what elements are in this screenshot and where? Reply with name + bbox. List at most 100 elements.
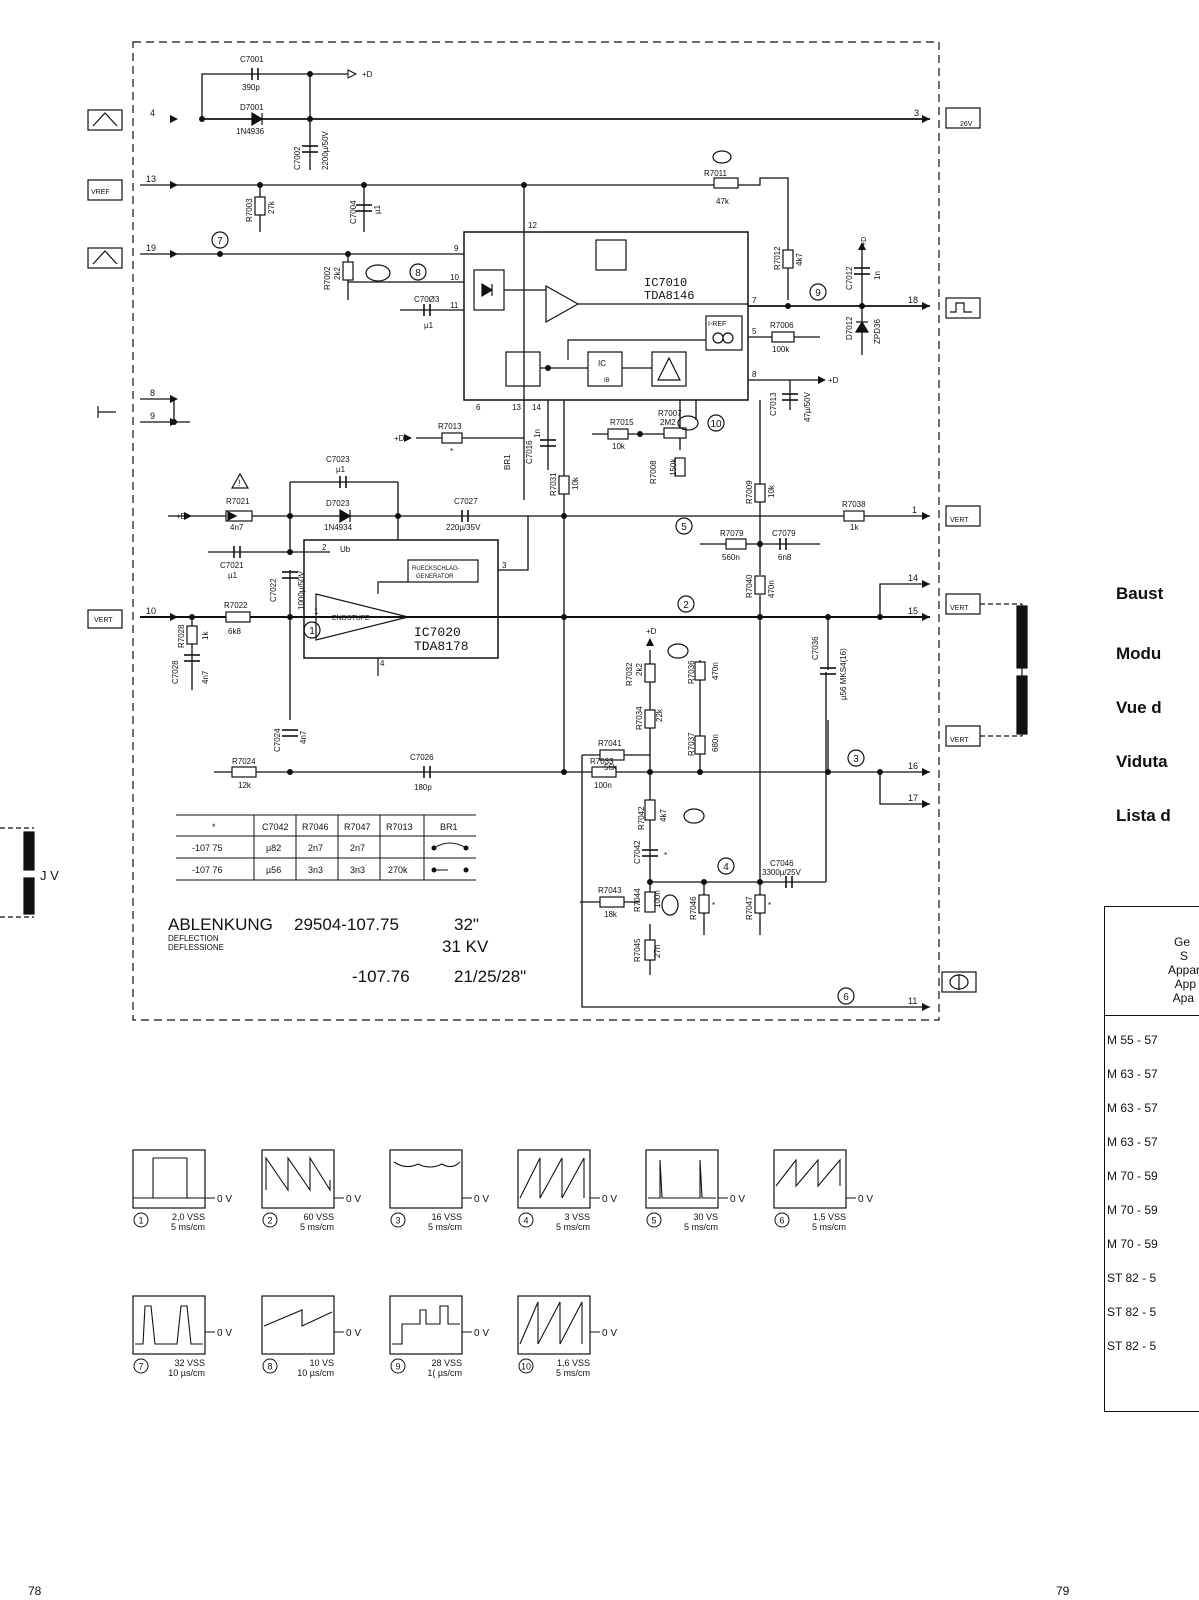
svg-text:R7009: R7009 xyxy=(745,480,754,504)
svg-text:47µ/50V: 47µ/50V xyxy=(803,391,812,422)
title-sub1: DEFLECTION xyxy=(168,934,219,943)
resistors xyxy=(186,177,865,961)
svg-text:1n: 1n xyxy=(533,429,542,438)
svg-text:4n7: 4n7 xyxy=(230,523,244,532)
svg-text:C7016: C7016 xyxy=(525,440,534,464)
svg-text:R7022: R7022 xyxy=(224,601,248,610)
plus-d-labels: +D +D +D +D +D xyxy=(176,70,839,636)
waveform-timebase: 5 ms/cm xyxy=(428,1222,462,1232)
table-row: M 63 - 57 xyxy=(1107,1067,1158,1081)
svg-text:56k: 56k xyxy=(604,763,618,772)
vref-label: VREF xyxy=(91,189,110,196)
table-row: ST 82 - 5 xyxy=(1107,1339,1157,1353)
table-header-line: S xyxy=(1179,949,1188,963)
waveform-zero-label: 0 V xyxy=(602,1194,617,1205)
svg-text:9: 9 xyxy=(815,288,821,299)
svg-text:1N4936: 1N4936 xyxy=(236,127,265,136)
svg-text:100n: 100n xyxy=(594,781,612,790)
svg-text:R7021: R7021 xyxy=(226,497,250,506)
svg-text:18: 18 xyxy=(908,295,918,305)
svg-text:10: 10 xyxy=(710,419,722,430)
svg-text:R7047: R7047 xyxy=(745,896,754,920)
waveform-zero-label: 0 V xyxy=(474,1328,489,1339)
svg-text:C7026: C7026 xyxy=(410,753,434,762)
svg-text:17: 17 xyxy=(908,793,918,803)
svg-text:6k8: 6k8 xyxy=(228,627,241,636)
junctions xyxy=(171,71,883,885)
variant-table-text: * C7042 R7046 R7047 R7013 BR1 -107 75 µ8… xyxy=(192,822,458,875)
svg-text:6n8: 6n8 xyxy=(778,553,792,562)
svg-text:680n: 680n xyxy=(711,734,720,752)
waveform-timebase: 5 ms/cm xyxy=(684,1222,718,1232)
svg-text:*: * xyxy=(768,901,771,910)
title-code2: -107.76 xyxy=(352,967,410,986)
svg-text:R7015: R7015 xyxy=(610,418,634,427)
warning-mark: ! xyxy=(238,478,241,488)
side-heading-3: Vue d xyxy=(1116,698,1162,717)
svg-text:C7027: C7027 xyxy=(454,497,478,506)
side-heading-1: Baust xyxy=(1116,584,1164,603)
ic7010-type: TDA8146 xyxy=(644,289,694,303)
waveform-zero-label: 0 V xyxy=(346,1194,361,1205)
table-header-line: Appar xyxy=(1167,963,1199,977)
svg-text:1: 1 xyxy=(314,607,319,616)
svg-text:1N4934: 1N4934 xyxy=(324,523,353,532)
svg-text:2n7: 2n7 xyxy=(350,843,365,853)
svg-text:10k: 10k xyxy=(571,476,580,490)
waveform-number: 7 xyxy=(138,1362,143,1372)
svg-text:16: 16 xyxy=(908,761,918,771)
table-header-line: Apa xyxy=(1172,991,1194,1005)
svg-text:470n: 470n xyxy=(711,662,720,680)
svg-text:R7033: R7033 xyxy=(590,757,614,766)
ic7010-internals xyxy=(473,239,748,387)
svg-text:7: 7 xyxy=(752,296,757,305)
svg-text:4n7: 4n7 xyxy=(201,670,210,684)
rueck-label-2: GENERATOR xyxy=(416,574,454,580)
ic7020-box xyxy=(303,539,499,659)
svg-text:270k: 270k xyxy=(388,865,408,875)
svg-text:2M2: 2M2 xyxy=(660,418,676,427)
svg-text:R7007: R7007 xyxy=(658,409,682,418)
svg-text:R7013: R7013 xyxy=(386,822,413,832)
waveform-timebase: 5 ms/cm xyxy=(171,1222,205,1232)
svg-text:3: 3 xyxy=(502,561,507,570)
svg-text:13: 13 xyxy=(146,174,156,184)
waveform-number: 5 xyxy=(651,1216,656,1226)
svg-text:2: 2 xyxy=(322,543,327,552)
svg-text:4n7: 4n7 xyxy=(299,730,308,744)
svg-text:C7024: C7024 xyxy=(273,728,282,752)
side-heading-4: Viduta xyxy=(1116,752,1168,771)
title-kv: 31 KV xyxy=(442,937,489,956)
svg-text:1: 1 xyxy=(309,626,315,637)
waveform-timebase: 5 ms/cm xyxy=(556,1222,590,1232)
title-size1: 32" xyxy=(454,915,479,934)
svg-text:D7001: D7001 xyxy=(240,103,264,112)
svg-text:2k2: 2k2 xyxy=(333,267,342,280)
svg-text:+D: +D xyxy=(394,434,405,443)
svg-text:11: 11 xyxy=(908,996,917,1006)
test-point-numbers: 7 8 9 10 5 2 1 3 4 6 xyxy=(217,236,859,1003)
svg-text:470n: 470n xyxy=(767,580,776,598)
svg-text:100n: 100n xyxy=(653,890,662,908)
svg-text:4: 4 xyxy=(150,108,155,118)
svg-text:27n: 27n xyxy=(653,945,662,958)
svg-text:12: 12 xyxy=(528,221,537,230)
svg-text:*: * xyxy=(712,901,715,910)
table-row: ST 82 - 5 xyxy=(1107,1305,1157,1319)
svg-text:C7021: C7021 xyxy=(220,561,244,570)
svg-text:R7031: R7031 xyxy=(549,472,558,496)
ic7010-box xyxy=(463,231,749,401)
svg-text:R7008: R7008 xyxy=(649,460,658,484)
svg-text:R7047: R7047 xyxy=(344,822,371,832)
table-row: M 63 - 57 xyxy=(1107,1101,1158,1115)
svg-text:R7079: R7079 xyxy=(720,529,744,538)
adjust-symbols xyxy=(365,150,732,916)
svg-text:µ1: µ1 xyxy=(373,204,382,214)
svg-text:R7032: R7032 xyxy=(625,662,634,686)
svg-text:10: 10 xyxy=(450,273,459,282)
svg-text:100k: 100k xyxy=(772,345,790,354)
